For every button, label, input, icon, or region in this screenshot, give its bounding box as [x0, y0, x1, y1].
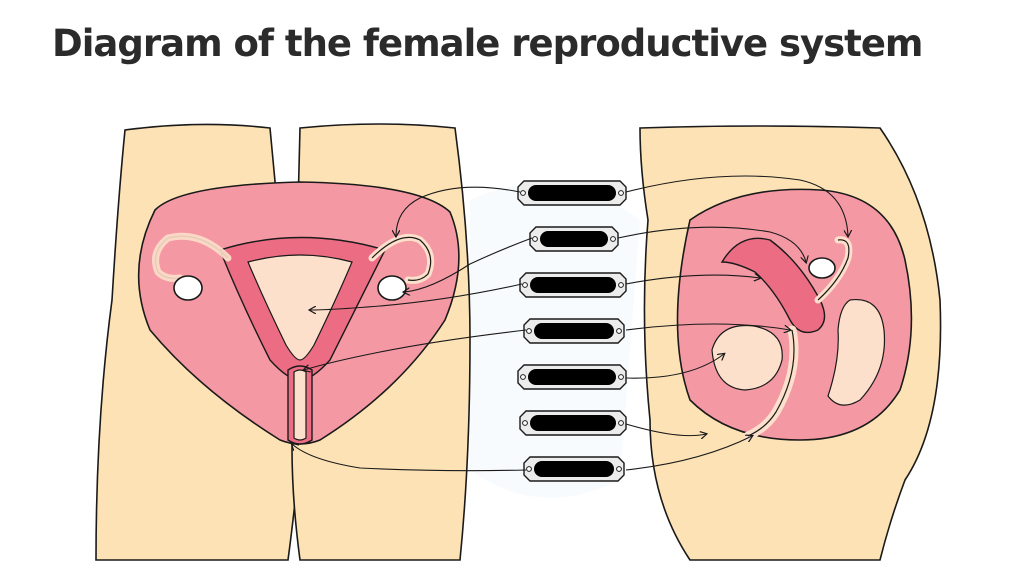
side-ovary: [808, 257, 836, 279]
label-pin-left: [522, 282, 528, 288]
front-vaginal-canal: [293, 369, 307, 441]
side-view: [639, 125, 942, 561]
side-bladder: [711, 324, 783, 391]
label-pin-left: [520, 190, 526, 196]
label-redaction: [534, 323, 614, 339]
connector-7-left: [292, 444, 527, 472]
label-pin-left: [522, 420, 528, 426]
label-pin-right: [618, 190, 624, 196]
label-box-1: [517, 180, 627, 206]
label-pin-left: [532, 236, 538, 242]
label-redaction: [528, 185, 616, 201]
connector-6-right: [625, 423, 706, 436]
label-pin-right: [616, 328, 622, 334]
label-redaction: [530, 415, 616, 431]
label-layer: [517, 180, 627, 482]
label-pin-right: [618, 374, 624, 380]
label-box-6: [519, 410, 627, 436]
side-uterus: [720, 237, 826, 334]
label-box-5: [517, 364, 627, 390]
label-redaction: [530, 277, 616, 293]
connector-lines: [292, 175, 848, 472]
connector-3-right: [625, 275, 760, 285]
front-uterus-cavity: [247, 254, 353, 361]
label-pin-right: [616, 466, 622, 472]
connector-1-left: [396, 186, 521, 236]
connector-4-left: [304, 329, 527, 370]
connector-3-left: [310, 283, 523, 310]
connector-7-right: [625, 436, 752, 471]
connector-2-left: [404, 237, 533, 292]
label-pin-right: [610, 236, 616, 242]
front-left-ovary: [173, 275, 203, 301]
label-redaction: [540, 231, 608, 247]
front-right-ovary: [377, 275, 407, 301]
side-rectum: [827, 298, 886, 406]
label-redaction: [534, 461, 614, 477]
connector-1-right: [625, 175, 848, 236]
page-title: Diagram of the female reproductive syste…: [52, 22, 923, 65]
label-pin-left: [526, 328, 532, 334]
label-box-2: [529, 226, 619, 252]
label-redaction: [528, 369, 616, 385]
connector-5-right: [625, 354, 724, 379]
label-pin-right: [618, 420, 624, 426]
label-pin-left: [526, 466, 532, 472]
label-pin-left: [520, 374, 526, 380]
label-box-4: [523, 318, 625, 344]
connector-4-right: [625, 323, 790, 330]
label-box-7: [523, 456, 625, 482]
label-box-3: [519, 272, 627, 298]
label-pin-right: [618, 282, 624, 288]
connector-2-right: [617, 226, 806, 262]
front-view: [95, 123, 471, 561]
